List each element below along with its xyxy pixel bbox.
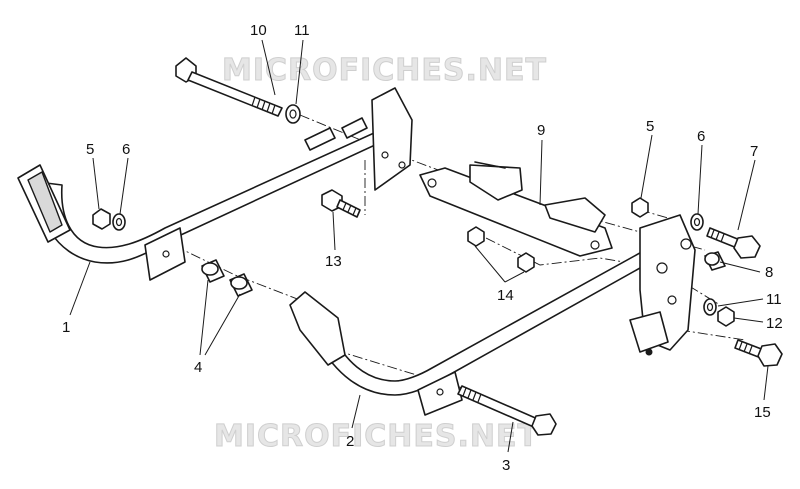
right-bracket-hole-top bbox=[680, 238, 692, 250]
leader-lines bbox=[69, 39, 769, 453]
leader-9 bbox=[539, 139, 543, 206]
right-bracket-stud bbox=[645, 348, 653, 356]
callout-8: 8 bbox=[765, 264, 773, 281]
frame-arm-1-plate bbox=[371, 87, 413, 191]
callout-15: 15 bbox=[754, 404, 771, 421]
callout-14: 14 bbox=[497, 287, 514, 304]
link-9-lower-tab bbox=[544, 197, 606, 233]
bushing-8-end bbox=[704, 252, 720, 266]
callout-12: 12 bbox=[766, 315, 783, 332]
bolt-13-shank bbox=[336, 199, 361, 218]
leader-10 bbox=[261, 39, 276, 96]
callout-7: 7 bbox=[750, 143, 758, 160]
bolt-15-thread bbox=[738, 341, 753, 355]
frame-arm-1-stub-b bbox=[341, 117, 368, 139]
washer-6-right-hole bbox=[693, 217, 701, 227]
bushing-4-a-end bbox=[201, 262, 219, 276]
leader-1 bbox=[69, 261, 91, 316]
frame-arm-1-stub-a bbox=[304, 127, 336, 151]
link-9-upper-tab bbox=[469, 164, 523, 201]
frame-arm-1-plate-hole-b bbox=[398, 161, 406, 169]
right-bracket-hole-low bbox=[667, 295, 677, 305]
link-9 bbox=[419, 161, 613, 257]
leader-8 bbox=[719, 261, 761, 273]
washer-11-top-hole bbox=[289, 109, 297, 119]
link-9-hole-right bbox=[590, 240, 600, 250]
callout-5-right: 5 bbox=[646, 118, 654, 135]
frame-arm-1-bracket-hole bbox=[162, 250, 170, 258]
frame-arm-2-pedal-plate bbox=[289, 291, 346, 366]
callout-13: 13 bbox=[325, 253, 342, 270]
callout-labels: 1 2 3 4 5 6 5 6 7 8 9 10 11 11 12 13 14 … bbox=[62, 22, 783, 474]
frame-arm-2-bracket-hole bbox=[436, 388, 444, 396]
bolt-10-thread bbox=[251, 96, 276, 115]
nut-5-left bbox=[92, 208, 111, 230]
leader-13 bbox=[332, 211, 336, 251]
frame-arm-1 bbox=[17, 87, 413, 281]
watermark-bottom: MICROFICHES.NET bbox=[214, 419, 539, 454]
nut-14-a bbox=[467, 226, 485, 247]
callout-4: 4 bbox=[194, 359, 202, 376]
nut-5-right bbox=[631, 197, 649, 218]
callout-2: 2 bbox=[346, 433, 354, 450]
callout-1: 1 bbox=[62, 319, 70, 336]
washer-11-right-hole bbox=[706, 302, 714, 312]
callout-10: 10 bbox=[250, 22, 267, 39]
bolt-3 bbox=[457, 385, 557, 436]
frame-arm-1-pedal-grip bbox=[27, 171, 63, 233]
leader-6-right bbox=[697, 144, 703, 215]
bolt-7 bbox=[706, 227, 761, 259]
link-9-hole-left bbox=[427, 178, 437, 188]
bolt-13 bbox=[321, 189, 361, 218]
right-bracket-foot bbox=[629, 311, 669, 353]
bolt-3-head bbox=[531, 413, 557, 436]
callout-11-top: 11 bbox=[294, 22, 310, 39]
callout-11-right: 11 bbox=[766, 291, 782, 308]
callout-9: 9 bbox=[537, 122, 545, 139]
callout-6-left: 6 bbox=[122, 141, 130, 158]
watermark-top: MICROFICHES.NET bbox=[222, 53, 547, 88]
leader-4 bbox=[199, 279, 241, 356]
leader-11-right bbox=[717, 298, 764, 307]
callout-5-left: 5 bbox=[86, 141, 94, 158]
bolt-15 bbox=[734, 339, 783, 367]
link-9-bar bbox=[419, 167, 613, 257]
leader-12 bbox=[733, 317, 764, 323]
bolt-3-thread bbox=[462, 387, 482, 403]
bolt-13-thread bbox=[342, 202, 357, 216]
nut-14-b bbox=[517, 252, 535, 273]
bolt-7-thread bbox=[710, 229, 725, 243]
leader-14 bbox=[474, 245, 525, 283]
leader-7 bbox=[737, 159, 756, 231]
callout-3: 3 bbox=[502, 457, 510, 474]
leader-11-top bbox=[295, 39, 304, 105]
bolt-15-head bbox=[757, 343, 783, 367]
leader-3 bbox=[507, 421, 514, 453]
right-bracket-assembly bbox=[629, 214, 696, 356]
washer-6-left-hole bbox=[115, 217, 123, 227]
center-line-bolt-15 bbox=[679, 329, 746, 341]
bolt-10 bbox=[175, 57, 283, 117]
leader-15 bbox=[763, 365, 769, 401]
bushing-4-b-end bbox=[230, 276, 248, 290]
bolt-7-head bbox=[733, 235, 761, 259]
frame-arm-1-plate-hole-a bbox=[381, 151, 389, 159]
callout-6-right: 6 bbox=[697, 128, 705, 145]
right-bracket-hole-mid bbox=[656, 262, 668, 274]
leader-6-left bbox=[119, 157, 129, 215]
nut-12 bbox=[717, 306, 735, 327]
frame-arm-2-tube bbox=[317, 227, 691, 396]
leader-5-left bbox=[92, 157, 100, 210]
leader-2 bbox=[351, 394, 361, 429]
leader-5-right bbox=[640, 134, 653, 199]
link-9-pin bbox=[474, 161, 506, 169]
